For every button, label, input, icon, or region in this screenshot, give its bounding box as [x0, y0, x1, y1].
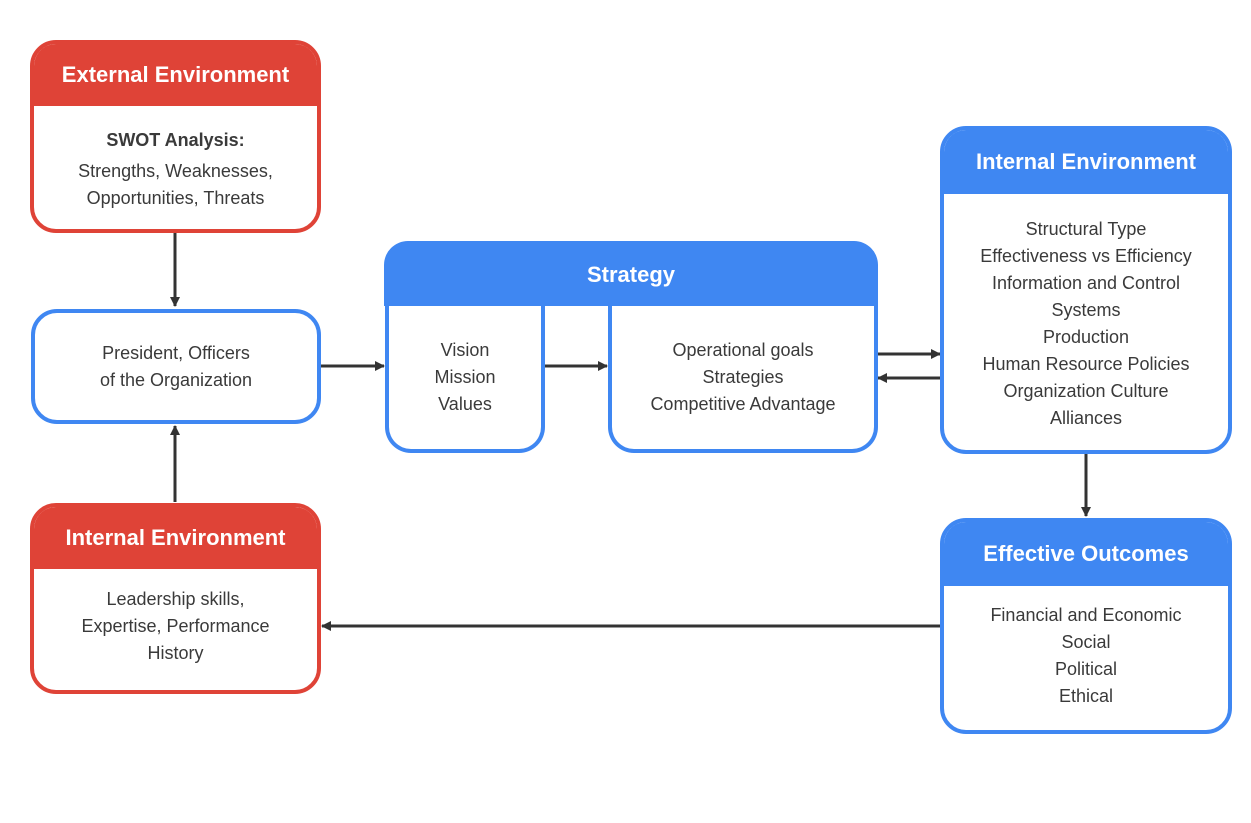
- text-line: Strategies: [702, 367, 784, 387]
- internal-environment-right-title: Internal Environment: [944, 130, 1228, 194]
- text-line: History: [147, 643, 204, 663]
- internal-environment-left-box: Internal Environment Leadership skills, …: [30, 503, 321, 694]
- text-line: Social: [1061, 632, 1111, 652]
- strategy-header-base: [384, 296, 878, 306]
- internal-environment-left-title: Internal Environment: [34, 507, 317, 569]
- text-line: Ethical: [1058, 686, 1114, 706]
- text-line: Political: [1054, 659, 1118, 679]
- external-environment-title: External Environment: [34, 44, 317, 106]
- text-line: Leadership skills,: [106, 589, 245, 609]
- text-line: President, Officers: [102, 342, 250, 363]
- text-line: Strengths, Weaknesses,: [78, 161, 273, 181]
- text-line: Vision: [440, 340, 490, 360]
- text-line: Structural Type: [1025, 219, 1147, 239]
- text-line: Expertise, Performance: [81, 616, 270, 636]
- internal-environment-right-box: Internal Environment Structural Type Eff…: [940, 126, 1232, 454]
- text-line: Opportunities, Threats: [86, 188, 265, 208]
- text-line: Systems: [1051, 300, 1121, 320]
- text-line: Effectiveness vs Efficiency: [980, 246, 1192, 266]
- text-line: of the Organization: [99, 369, 253, 390]
- text-line: Human Resource Policies: [982, 354, 1190, 374]
- strategy-header: Strategy: [384, 241, 878, 306]
- external-environment-box: External Environment SWOT Analysis: Stre…: [30, 40, 321, 233]
- internal-environment-right-body: Structural Type Effectiveness vs Efficie…: [944, 194, 1228, 450]
- internal-environment-left-body: Leadership skills, Expertise, Performanc…: [34, 569, 317, 690]
- strategy-vision-box: Vision Mission Values: [385, 296, 545, 453]
- strategy-title: Strategy: [586, 261, 676, 287]
- text-line: Financial and Economic: [990, 605, 1182, 625]
- text-line: Operational goals: [672, 340, 814, 360]
- text-line: Information and Control: [991, 273, 1181, 293]
- external-environment-body: SWOT Analysis: Strengths, Weaknesses, Op…: [34, 106, 317, 229]
- strategy-goals-body: Operational goals Strategies Competitive…: [612, 296, 874, 449]
- strategy-goals-box: Operational goals Strategies Competitive…: [608, 296, 878, 453]
- text-line: Production: [1042, 327, 1130, 347]
- effective-outcomes-title: Effective Outcomes: [944, 522, 1228, 586]
- text-line: Alliances: [1049, 408, 1123, 428]
- text-line: Organization Culture: [1003, 381, 1169, 401]
- effective-outcomes-body: Financial and Economic Social Political …: [944, 586, 1228, 730]
- president-body: President, Officers of the Organization: [35, 313, 317, 420]
- effective-outcomes-box: Effective Outcomes Financial and Economi…: [940, 518, 1232, 734]
- text-line: Competitive Advantage: [650, 394, 836, 414]
- president-box: President, Officers of the Organization: [31, 309, 321, 424]
- text-line: Values: [438, 394, 492, 414]
- swot-label: SWOT Analysis:: [106, 130, 245, 150]
- strategy-vision-body: Vision Mission Values: [389, 296, 541, 449]
- text-line: Mission: [434, 367, 496, 387]
